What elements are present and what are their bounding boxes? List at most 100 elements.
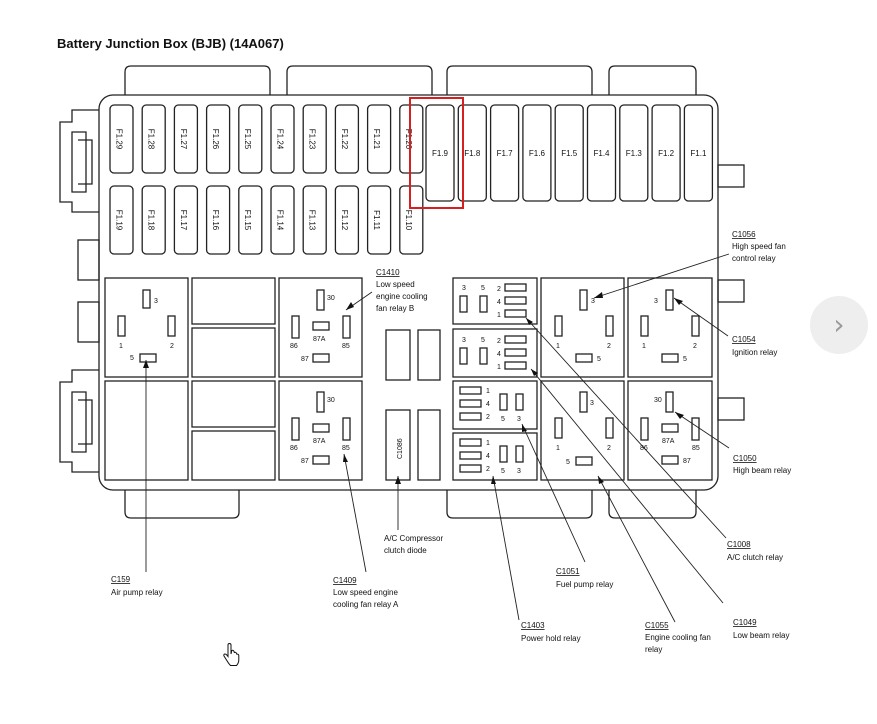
next-button[interactable]: › (810, 296, 868, 354)
svg-text:C1051: C1051 (556, 567, 580, 576)
svg-text:F1.17: F1.17 (179, 210, 188, 231)
svg-text:2: 2 (486, 414, 490, 421)
svg-text:87A: 87A (313, 438, 326, 445)
svg-text:4: 4 (486, 401, 490, 408)
svg-text:1: 1 (556, 343, 560, 350)
fuse-f1-18: F1.18 (141, 185, 166, 255)
relay-c1049 (452, 328, 538, 378)
fuse-f1-11: F1.11 (366, 185, 392, 255)
svg-text:2: 2 (497, 286, 501, 293)
fuse-f1-10: F1.10 (399, 185, 424, 255)
diode-label: C1086 (397, 438, 404, 459)
svg-text:2: 2 (486, 466, 490, 473)
callout-c1051: C1051 Fuel pump relay (556, 567, 613, 589)
svg-text:3: 3 (654, 298, 658, 305)
svg-text:C1410: C1410 (376, 268, 400, 277)
callout-c1409: C1409 Low speed engine cooling fan relay… (333, 576, 399, 609)
svg-text:High speed fan: High speed fan (732, 242, 786, 251)
fuse-f1-23: F1.23 (302, 104, 327, 174)
svg-text:30: 30 (327, 295, 335, 302)
callouts: C1410 Low speed engine cooling fan relay… (111, 230, 791, 654)
svg-text:F1.22: F1.22 (340, 129, 349, 150)
svg-text:4: 4 (486, 453, 490, 460)
svg-text:2: 2 (170, 343, 174, 350)
svg-text:A/C Compressor: A/C Compressor (384, 534, 443, 543)
svg-text:control relay: control relay (732, 254, 776, 263)
relay-c1056 (540, 277, 625, 378)
callout-c1056: C1056 High speed fan control relay (732, 230, 786, 263)
svg-text:F1.25: F1.25 (243, 129, 252, 150)
top-tab-4 (608, 65, 697, 95)
svg-text:C1055: C1055 (645, 621, 669, 630)
left-connector-lower (59, 369, 99, 473)
chevron-right-icon: › (833, 308, 845, 341)
svg-text:2: 2 (693, 343, 697, 350)
relay-c1054 (627, 277, 713, 378)
svg-text:5: 5 (597, 356, 601, 363)
svg-text:F1.8: F1.8 (464, 149, 481, 158)
callout-c1403: C1403 Power hold relay (521, 621, 581, 643)
fuse-f1-2: F1.2 (651, 104, 681, 202)
callout-c1049: C1049 Low beam relay (733, 618, 789, 640)
fuse-f1-5: F1.5 (554, 104, 584, 202)
svg-text:F1.7: F1.7 (497, 149, 514, 158)
svg-text:1: 1 (486, 388, 490, 395)
top-tab-1 (124, 65, 271, 95)
svg-text:C1409: C1409 (333, 576, 357, 585)
svg-text:Ignition relay: Ignition relay (732, 348, 777, 357)
svg-text:F1.11: F1.11 (372, 210, 381, 230)
svg-text:F1.20: F1.20 (404, 129, 413, 150)
fuse-f1-4: F1.4 (586, 104, 617, 202)
svg-text:87: 87 (301, 356, 309, 363)
svg-text:F1.12: F1.12 (340, 210, 349, 231)
svg-text:High beam relay: High beam relay (733, 466, 791, 475)
svg-text:fan relay B: fan relay B (376, 304, 414, 313)
bottom-tab-3 (608, 490, 697, 519)
svg-text:F1.2: F1.2 (658, 149, 675, 158)
page-title: Battery Junction Box (BJB) (14A067) (57, 36, 284, 51)
highlight-box (409, 97, 464, 209)
svg-text:85: 85 (342, 445, 350, 452)
fuse-f1-26: F1.26 (205, 104, 231, 174)
svg-text:5: 5 (481, 337, 485, 344)
hand-pointer-icon (223, 643, 240, 666)
fuse-f1-27: F1.27 (173, 104, 199, 174)
pin-labels: 3 1 2 5 30 86 85 87A 87 30 86 85 87A 87 … (119, 285, 700, 475)
relay-c1410 (278, 277, 363, 378)
svg-text:F1.1: F1.1 (690, 149, 707, 158)
svg-text:85: 85 (692, 445, 700, 452)
svg-text:Low speed engine: Low speed engine (333, 588, 398, 597)
svg-text:F1.10: F1.10 (404, 210, 413, 231)
svg-text:F1.18: F1.18 (147, 210, 156, 231)
relay-c1008 (452, 277, 538, 325)
leader-lines (145, 253, 730, 623)
callout-c159: C159 Air pump relay (111, 575, 163, 597)
top-tab-3 (446, 65, 593, 95)
svg-text:30: 30 (654, 397, 662, 404)
svg-text:1: 1 (119, 343, 123, 350)
callout-c1055: C1055 Engine cooling fan relay (645, 621, 711, 654)
svg-text:1: 1 (642, 343, 646, 350)
fuse-f1-13: F1.13 (302, 185, 327, 255)
svg-text:F1.27: F1.27 (179, 129, 188, 150)
fuse-f1-20: F1.20 (399, 104, 424, 174)
svg-text:Air pump relay: Air pump relay (111, 588, 163, 597)
svg-text:3: 3 (590, 400, 594, 407)
svg-text:85: 85 (342, 343, 350, 350)
svg-text:F1.26: F1.26 (211, 129, 220, 150)
fuse-f1-15: F1.15 (238, 185, 263, 255)
relay-c1409 (278, 380, 363, 481)
svg-text:F1.24: F1.24 (275, 129, 284, 150)
left-connector-upper (59, 109, 99, 213)
fuse-f1-28: F1.28 (141, 104, 166, 174)
svg-text:engine cooling: engine cooling (376, 292, 428, 301)
svg-text:2: 2 (497, 338, 501, 345)
svg-text:F1.3: F1.3 (626, 149, 643, 158)
svg-text:F1.14: F1.14 (275, 210, 284, 231)
svg-text:87: 87 (301, 458, 309, 465)
svg-text:3: 3 (154, 298, 158, 305)
fuse-f1-3: F1.3 (619, 104, 649, 202)
svg-text:F1.19: F1.19 (114, 210, 123, 231)
svg-text:C1403: C1403 (521, 621, 545, 630)
